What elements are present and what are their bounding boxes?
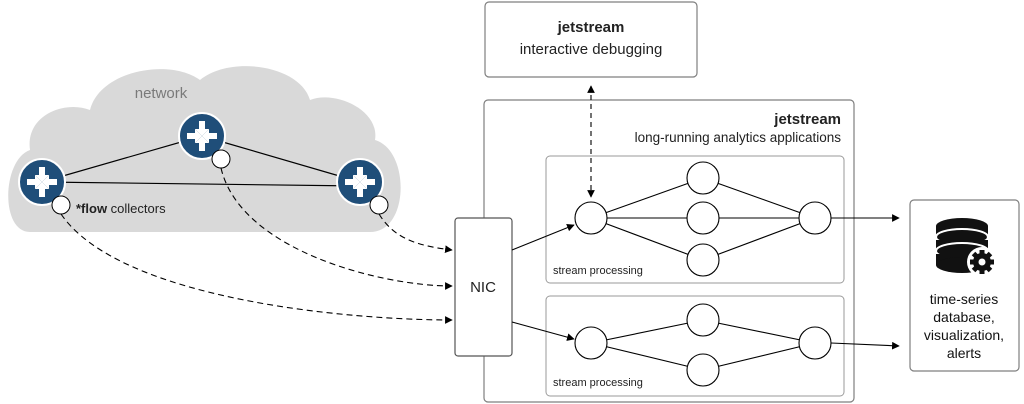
graph-nodes-top xyxy=(574,161,832,277)
output-line-1: time-series xyxy=(930,291,998,307)
analytics-title: jetstream xyxy=(773,111,841,128)
graph-node xyxy=(686,353,720,387)
graph-edges-bottom xyxy=(590,319,816,371)
sink-arrows xyxy=(830,214,900,350)
nic-outputs xyxy=(511,224,575,341)
database-gear-icon xyxy=(935,218,997,277)
debug-subtitle: interactive debugging xyxy=(520,41,663,58)
graph-node xyxy=(686,161,720,195)
graph-node xyxy=(686,303,720,337)
export-port xyxy=(369,195,389,215)
router-icon xyxy=(18,158,66,206)
flow-exports xyxy=(60,167,453,324)
export-port xyxy=(211,149,231,169)
graph-edges-top xyxy=(590,177,816,261)
graph-node xyxy=(574,201,608,235)
graph-node xyxy=(686,243,720,277)
graph-node xyxy=(686,201,720,235)
stream-box-bottom xyxy=(545,295,845,397)
graph-node xyxy=(798,201,832,235)
analytics-subtitle: long-running analytics applications xyxy=(635,130,842,145)
graph-node xyxy=(798,326,832,360)
collectors-label-bold: *flow xyxy=(76,201,108,216)
router-icon xyxy=(178,112,226,160)
export-port xyxy=(51,195,71,215)
output-line-3: visualization, xyxy=(924,327,1004,343)
router-icon xyxy=(336,158,384,206)
collectors-label: *flow collectors xyxy=(76,201,166,216)
debug-title: jetstream xyxy=(557,19,625,36)
nic-label: NIC xyxy=(470,279,496,296)
nic-box xyxy=(454,217,513,357)
collectors-label-rest: collectors xyxy=(107,201,166,216)
output-line-4: alerts xyxy=(947,345,981,361)
output-line-2: database, xyxy=(933,309,995,325)
graph-node xyxy=(574,326,608,360)
stream-label-bottom: stream processing xyxy=(553,377,643,389)
debug-box xyxy=(484,1,698,78)
network-label: network xyxy=(135,85,188,102)
stream-label-top: stream processing xyxy=(553,265,643,277)
graph-nodes-bottom xyxy=(574,303,832,387)
router-links xyxy=(41,135,361,187)
